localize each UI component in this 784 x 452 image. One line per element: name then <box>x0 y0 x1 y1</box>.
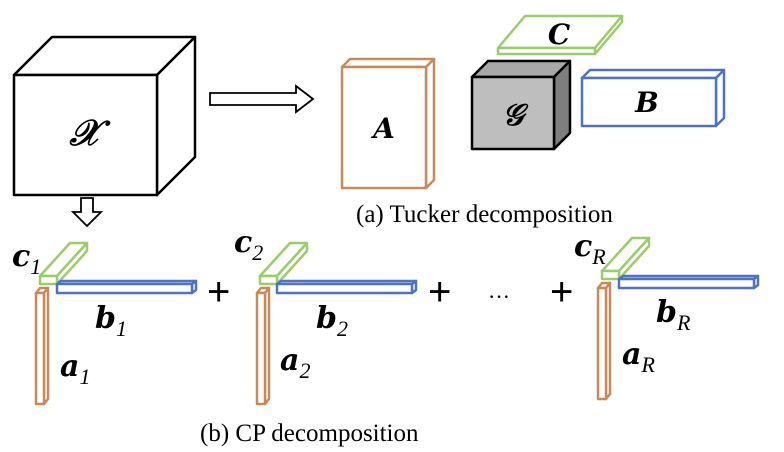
tucker-caption: (a) Tucker decomposition <box>356 201 613 228</box>
cp-vector-cr <box>600 236 651 281</box>
cp-label-br: bR <box>656 295 691 335</box>
factor-a-label: A <box>370 112 395 145</box>
factor-c-label: C <box>548 18 571 51</box>
plus-sign-2: + <box>428 270 451 314</box>
factor-c-matrix <box>496 14 624 56</box>
cp-label-a2: a2 <box>280 343 310 383</box>
cp-vector-c1 <box>38 241 89 286</box>
cp-term-r: cR bR aR <box>574 229 760 401</box>
cp-vector-b2 <box>275 279 418 295</box>
cp-label-b1: b1 <box>95 301 127 341</box>
cp-term-1: c1 b1 a1 <box>12 239 198 406</box>
ellipsis: ··· <box>488 284 510 309</box>
tensor-x-front-face <box>12 73 159 197</box>
cp-label-c2: c2 <box>234 225 263 265</box>
factor-b-label: B <box>634 86 659 119</box>
right-arrow-icon <box>209 84 315 114</box>
factor-a-matrix <box>340 57 436 190</box>
cp-label-ar: aR <box>622 337 655 377</box>
plus-sign-3: + <box>550 270 573 314</box>
cp-label-cr: cR <box>574 229 606 269</box>
down-arrow-icon <box>70 197 104 228</box>
factor-b-matrix <box>580 68 726 128</box>
core-tensor-g <box>470 59 572 151</box>
cp-term-2: c2 b2 a2 <box>234 225 418 406</box>
cp-vector-br <box>617 274 760 290</box>
cp-vector-ar <box>596 281 612 401</box>
cp-vector-a1 <box>34 286 50 406</box>
cp-vector-a2 <box>255 286 271 406</box>
cp-vector-b1 <box>55 279 198 295</box>
cp-label-c1: c1 <box>12 239 41 279</box>
tensor-x-cube <box>12 35 197 197</box>
cp-label-b2: b2 <box>316 301 348 341</box>
cp-label-a1: a1 <box>60 349 90 389</box>
plus-sign-1: + <box>207 270 230 314</box>
cp-caption: (b) CP decomposition <box>200 420 419 447</box>
cp-vector-c2 <box>258 241 309 286</box>
